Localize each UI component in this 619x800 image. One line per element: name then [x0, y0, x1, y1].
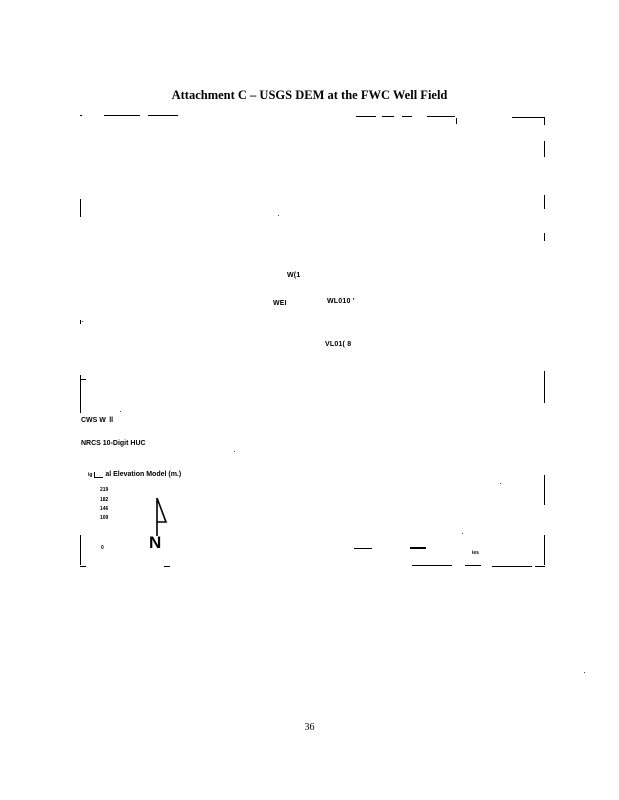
legend-swatch-fragment	[94, 472, 104, 478]
map-border-fragment	[465, 565, 481, 566]
map-border-fragment	[544, 233, 545, 241]
scan-speck	[120, 411, 121, 412]
scale-bar-segment	[354, 548, 372, 549]
map-border-fragment	[535, 566, 545, 567]
well-label: VL01( 8	[325, 341, 352, 348]
scan-speck	[278, 215, 279, 216]
well-label: W(1	[287, 272, 301, 279]
legend-wells-label: CWS W ll	[81, 417, 114, 424]
legend-border-fragment	[80, 379, 86, 380]
map-border-fragment	[412, 565, 452, 566]
map-border-fragment	[382, 116, 394, 117]
map-border-fragment	[164, 566, 170, 567]
legend-dem-title: ig al Elevation Model (m.)	[88, 471, 181, 478]
page-title: Attachment C – USGS DEM at the FWC Well …	[171, 88, 448, 102]
scan-speck	[82, 321, 83, 322]
scale-unit-label: ies	[472, 550, 479, 556]
map-border-fragment	[356, 116, 376, 117]
legend-huc-label: NRCS 10-Digit HUC	[81, 440, 146, 447]
scan-speck	[500, 483, 501, 484]
page-number: 36	[304, 722, 315, 733]
map-border-fragment	[80, 320, 81, 324]
north-arrow-icon	[156, 497, 168, 536]
map-border-fragment	[544, 141, 545, 157]
map-border-fragment	[80, 115, 82, 116]
map-border-fragment	[456, 118, 457, 124]
dem-value: 219	[100, 487, 109, 493]
well-label: WL010 ′	[327, 298, 355, 305]
scan-speck	[234, 451, 235, 452]
dem-value: 146	[100, 506, 109, 512]
scan-speck	[584, 672, 585, 673]
map-border-fragment	[427, 116, 455, 117]
map-border-fragment	[148, 115, 178, 116]
legend-dem-title-text: al Elevation Model (m.)	[105, 471, 182, 478]
map-border-fragment	[80, 566, 86, 567]
scan-speck	[462, 533, 463, 534]
dem-value: 182	[100, 497, 109, 503]
map-border-fragment	[544, 535, 545, 565]
map-border-fragment	[512, 117, 544, 118]
map-border-fragment	[544, 475, 545, 505]
map-border-fragment	[544, 117, 545, 125]
well-label: WEI	[273, 300, 287, 307]
dem-value: 109	[100, 515, 109, 521]
map-border-fragment	[80, 199, 81, 217]
map-border-fragment	[80, 535, 81, 565]
map-border-fragment	[80, 375, 81, 413]
scale-bar-segment	[410, 547, 426, 549]
map-border-fragment	[402, 116, 412, 117]
dem-value: 0	[101, 545, 104, 551]
north-label: N	[149, 533, 162, 552]
legend-dem-title-prefix: ig	[88, 472, 93, 478]
map-border-fragment	[104, 115, 140, 116]
map-border-fragment	[492, 566, 532, 567]
map-border-fragment	[544, 195, 545, 209]
map-border-fragment	[544, 371, 545, 403]
dem-map	[80, 115, 545, 567]
